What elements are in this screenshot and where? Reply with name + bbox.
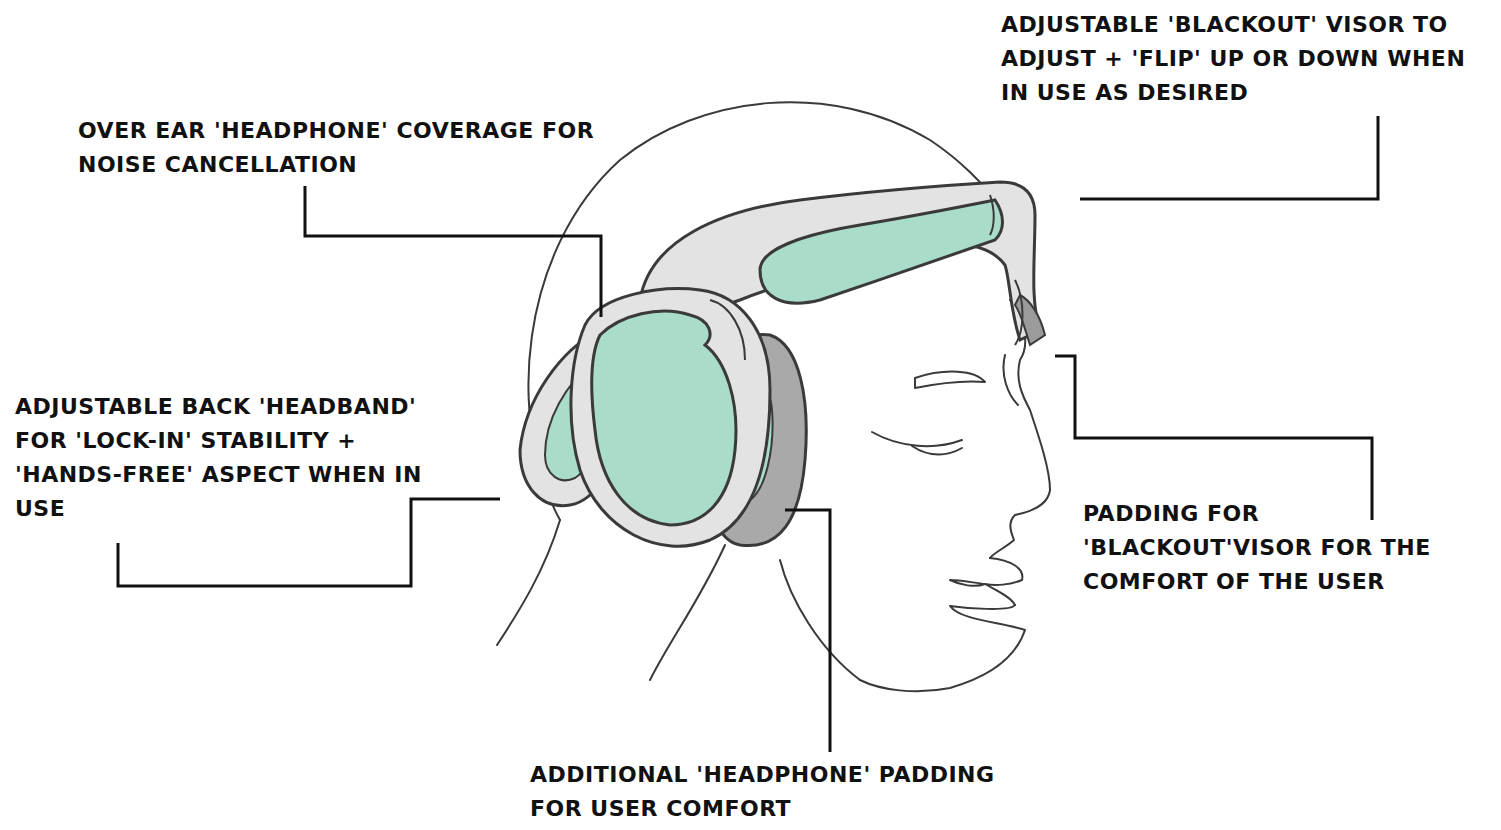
callout-label: OVER EAR 'HEADPHONE' COVERAGE FOR NOISE … bbox=[78, 114, 598, 182]
callout-label: ADDITIONAL 'HEADPHONE' PADDING FOR USER … bbox=[530, 758, 1050, 826]
callout-label: ADJUSTABLE BACK 'HEADBAND' FOR 'LOCK-IN'… bbox=[15, 390, 435, 526]
callout-label: PADDING FOR 'BLACKOUT'VISOR FOR THE COMF… bbox=[1083, 497, 1493, 599]
callout-label: ADJUSTABLE 'BLACKOUT' VISOR TO ADJUST + … bbox=[1001, 8, 1493, 110]
